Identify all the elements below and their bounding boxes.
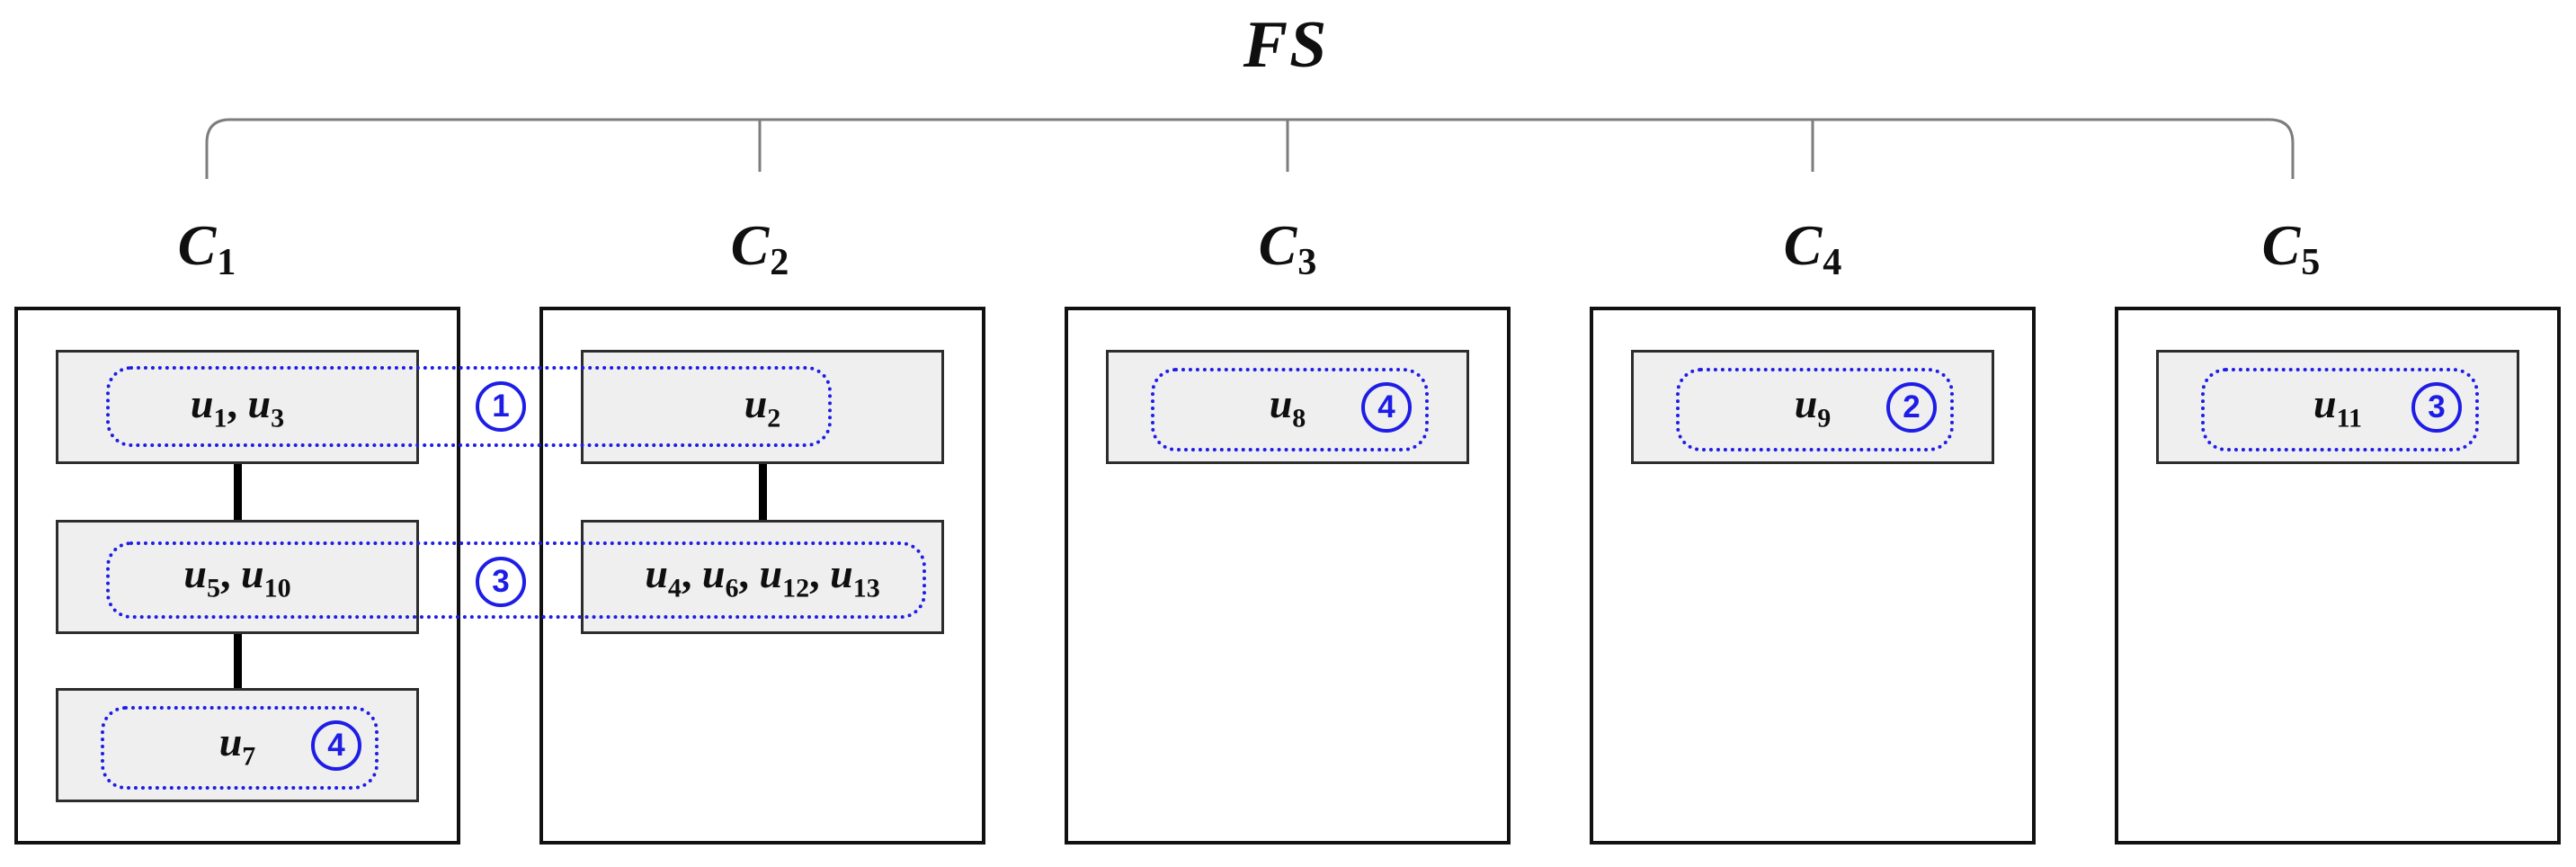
cluster-label-subscript: 5 <box>2301 240 2321 283</box>
cluster-label-c2: C2 <box>652 207 868 301</box>
row-connector-line <box>758 464 767 520</box>
unit-subscript: 2 <box>767 403 781 434</box>
highlight-outline <box>2201 368 2479 451</box>
unit-subscript: 5 <box>207 573 220 603</box>
unit-box: u5, u10 <box>56 520 419 634</box>
cluster-label-base: C <box>2261 213 2301 277</box>
cluster-label-subscript: 2 <box>770 240 789 283</box>
cluster-label-base: C <box>177 213 217 277</box>
unit-label: u8 <box>1270 380 1306 434</box>
unit-symbol: u <box>759 550 783 597</box>
cluster-label-subscript: 1 <box>217 240 236 283</box>
unit-label: u1, u3 <box>191 380 284 434</box>
unit-subscript: 1 <box>213 403 227 434</box>
cluster-label-c3: C3 <box>1180 207 1395 301</box>
cluster-label-c5: C5 <box>2183 207 2399 301</box>
unit-subscript: 8 <box>1292 403 1306 434</box>
unit-symbol: u <box>645 550 668 597</box>
tree-bracket-lines <box>205 118 2295 179</box>
cluster-label-subscript: 3 <box>1297 240 1317 283</box>
ring-number-4: 4 <box>1361 382 1412 433</box>
ring-number-1: 1 <box>476 381 526 432</box>
unit-symbol: u <box>241 550 264 597</box>
unit-symbol: u <box>183 550 207 597</box>
unit-subscript: 3 <box>271 403 285 434</box>
unit-subscript: 4 <box>667 573 682 603</box>
cluster-label-subscript: 4 <box>1823 240 1842 283</box>
unit-subscript: 9 <box>1817 403 1832 434</box>
row-connector-line <box>233 464 242 520</box>
unit-label: u5, u10 <box>183 550 290 604</box>
unit-separator: , <box>681 550 702 597</box>
cluster-label-c1: C1 <box>99 207 315 301</box>
ring-number-2: 2 <box>1886 382 1937 433</box>
unit-symbol: u <box>1269 380 1293 427</box>
cross-highlight-outline <box>106 541 926 619</box>
unit-symbol: u <box>190 380 214 427</box>
ring-number-3: 3 <box>2411 382 2462 433</box>
ring-number-3: 3 <box>476 557 526 607</box>
unit-subscript: 7 <box>242 741 256 772</box>
unit-label: u4, u6, u12, u13 <box>645 550 879 604</box>
unit-separator: , <box>809 550 831 597</box>
cluster-label-base: C <box>1783 213 1823 277</box>
highlight-outline <box>1676 368 1954 451</box>
unit-symbol: u <box>2313 380 2337 427</box>
unit-symbol: u <box>701 550 726 597</box>
unit-subscript: 10 <box>263 573 291 603</box>
unit-symbol: u <box>1794 380 1818 427</box>
unit-separator: , <box>220 550 241 597</box>
cluster-label-base: C <box>730 213 770 277</box>
unit-symbol: u <box>830 550 853 597</box>
unit-separator: , <box>227 380 248 427</box>
unit-symbol: u <box>247 380 272 427</box>
root-label: FS <box>1243 8 1329 82</box>
unit-label: u11 <box>2313 380 2362 434</box>
unit-subscript: 11 <box>2336 403 2362 434</box>
unit-subscript: 13 <box>852 573 880 603</box>
ring-number-4: 4 <box>311 720 361 771</box>
unit-label: u2 <box>744 380 781 434</box>
unit-subscript: 12 <box>782 573 810 603</box>
unit-subscript: 6 <box>725 573 739 603</box>
cross-highlight-outline <box>106 366 832 447</box>
unit-separator: , <box>738 550 760 597</box>
highlight-outline <box>101 706 379 790</box>
unit-box: u4, u6, u12, u13 <box>581 520 944 634</box>
unit-label: u9 <box>1795 380 1832 434</box>
cluster-label-base: C <box>1258 213 1297 277</box>
unit-label: u7 <box>219 718 256 773</box>
unit-symbol: u <box>218 719 243 765</box>
highlight-outline <box>1151 368 1429 451</box>
cluster-label-c4: C4 <box>1705 207 1921 301</box>
unit-symbol: u <box>744 380 768 427</box>
bracket-outline <box>205 118 2295 179</box>
row-connector-line <box>233 634 242 688</box>
